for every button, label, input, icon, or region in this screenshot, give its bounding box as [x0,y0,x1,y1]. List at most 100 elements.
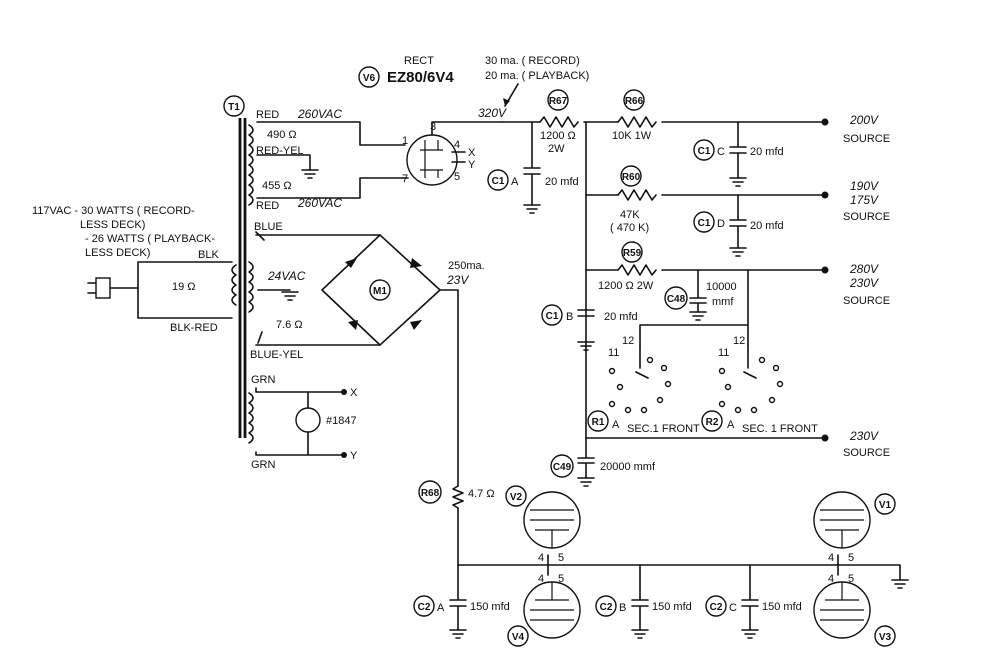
c2a-ref: C2 [418,602,431,613]
tube-v3 [813,581,871,639]
c48-cap [689,269,707,313]
lv-secondary-coil [248,261,254,313]
c48-unit: mmf [712,296,734,308]
r68-resistor [452,485,464,509]
ground-ct [301,169,319,179]
c1b-cap [577,309,595,317]
v2-p4: 4 [538,552,544,564]
s280-source: SOURCE [843,295,890,307]
r2-label: SEC. 1 FRONT [742,423,818,435]
c49-value: 20000 mmf [600,461,656,473]
red-top-label: RED [256,109,279,121]
r66-ref: R66 [625,96,644,107]
c1c-sec: C [717,146,725,158]
r59-resistor [617,264,657,276]
pin-5: 5 [454,171,460,183]
v1-p5: 5 [848,552,854,564]
pin-4: 4 [454,139,460,151]
r455-label: 455 Ω [262,180,292,192]
tube-v2 [523,491,581,549]
t1-ref: T1 [228,102,240,113]
r60-value: 47K [620,209,640,221]
c1d-ref: C1 [698,218,711,229]
primary-coil [231,264,237,306]
c1d-value: 20 mfd [750,220,784,232]
r66-value: 10K 1W [612,130,652,142]
ground-lv [281,291,299,301]
v6-ref: V6 [363,73,376,84]
rect-out-y: Y [468,159,476,171]
pin-1: 1 [402,135,408,147]
c48-ref: C48 [667,294,686,305]
s190-source: SOURCE [843,211,890,223]
s200-v: 200V [849,113,879,127]
pin-7: 7 [402,173,408,185]
primary-line1: 117VAC - 30 WATTS ( RECORD- [32,205,195,217]
r19-label: 19 Ω [172,281,196,293]
r67-resistor [539,116,579,128]
lamp-y: Y [350,450,358,462]
lamp-x: X [350,387,358,399]
rectifier-tube [406,134,458,186]
c1d-sec: D [717,218,725,230]
b320-label: 320V [478,106,507,120]
v6-ref-circle [358,66,380,88]
current-record: 30 ma. ( RECORD) [485,55,580,67]
r490-label: 490 Ω [267,129,297,141]
r1-p11: 11 [608,347,619,359]
fil-secondary-coil [248,392,254,444]
c1b-sec: B [566,311,573,323]
v260-bot: 260VAC [297,196,342,210]
s190-v2: 175V [850,193,879,207]
rect-type: EZ80/6V4 [387,69,454,86]
r67-watt: 2W [548,143,565,155]
c1b-ref: C1 [546,311,559,322]
current-playback: 20 ma. ( PLAYBACK) [485,70,589,82]
c2c-sec: C [729,602,737,614]
r76-label: 7.6 Ω [276,319,303,331]
primary-line3: - 26 WATTS ( PLAYBACK- [85,233,215,245]
c1c-cap [729,121,747,179]
primary-line4: LESS DECK) [85,247,150,259]
blk-label: BLK [198,249,219,261]
s280-v2: 230V [849,276,879,290]
blue-yel-label: BLUE-YEL [250,349,303,361]
s280-v1: 280V [849,262,879,276]
c49-cap [577,437,595,479]
c1a-value: 20 mfd [545,176,579,188]
v2-p5: 5 [558,552,564,564]
pilot-lamp [295,407,321,433]
c1c-ref: C1 [698,146,711,157]
m1-ref-circle [369,279,391,301]
r59-ref: R59 [623,248,642,259]
r60-resistor [617,189,657,201]
c48-value: 10000 [706,281,737,293]
rect-out-x: X [468,147,476,159]
tube-v4 [523,581,581,639]
c1a-sec: A [511,176,519,188]
c1c-value: 20 mfd [750,146,784,158]
v24-label: 24VAC [267,269,306,283]
c2b-value: 150 mfd [652,601,692,613]
v1-ref: V1 [879,500,892,511]
r2-p12: 12 [733,335,745,347]
switch-r2 [718,344,784,414]
primary-line2: LESS DECK) [80,219,145,231]
rect-label: RECT [404,55,434,67]
v1-p4: 4 [828,552,834,564]
lamp-label: #1847 [326,415,357,427]
r60-alt: ( 470 K) [610,222,649,234]
red-bot-label: RED [256,200,279,212]
grn-bot-label: GRN [251,459,276,471]
ac-plug [95,277,111,299]
r67-value: 1200 Ω [540,130,576,142]
r1-label: SEC.1 FRONT [627,423,700,435]
r59-value: 1200 Ω 2W [598,280,654,292]
v4-ref: V4 [512,632,525,643]
r2-p11: 11 [718,347,729,359]
switch-r1 [608,344,672,414]
c2a-value: 150 mfd [470,601,510,613]
transformer-core [238,118,247,438]
c1d-cap [729,194,747,249]
v3-p5: 5 [848,573,854,585]
